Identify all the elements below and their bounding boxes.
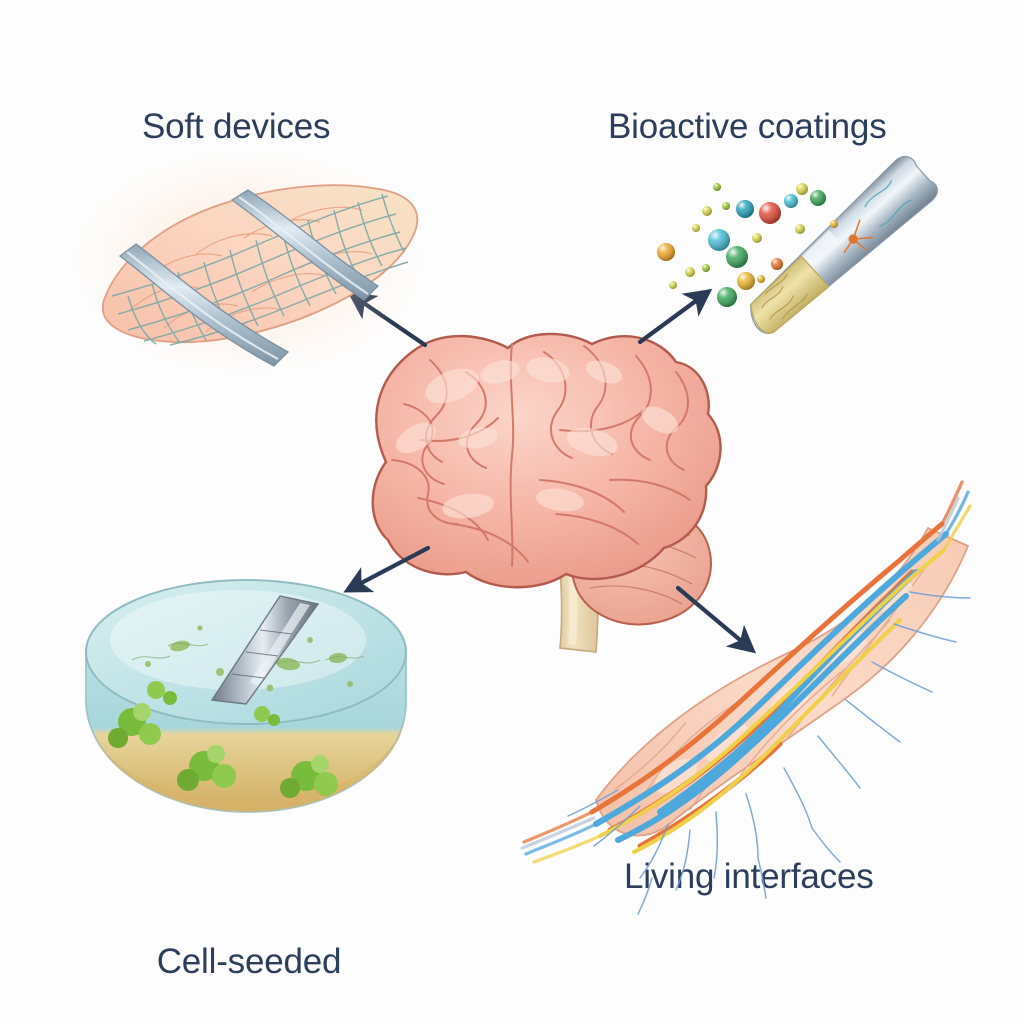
molecule xyxy=(771,258,783,270)
molecule xyxy=(713,183,721,191)
molecule xyxy=(657,243,675,261)
soft-device-band-1-highlight xyxy=(126,251,279,360)
cell-cluster xyxy=(147,681,177,705)
molecule xyxy=(722,202,730,210)
label-bioactive-coatings: Bioactive coatings xyxy=(608,107,887,146)
label-cell-seeded-line1: Cell-seeded xyxy=(156,942,342,982)
brain-illustration xyxy=(371,332,722,653)
probe-group xyxy=(750,155,938,334)
molecule xyxy=(702,206,712,216)
cell-cluster xyxy=(280,755,338,798)
electrode-contacts xyxy=(231,629,293,679)
soft-device-mesh xyxy=(111,193,409,346)
probe-coating xyxy=(750,255,830,334)
label-living-interfaces: Living interfaces xyxy=(624,857,874,896)
molecule xyxy=(752,233,762,243)
panel-soft-devices xyxy=(73,150,423,374)
cell-cluster xyxy=(254,706,280,726)
label-cell-seeded-electrodes: Cell-seeded electrodes xyxy=(144,856,354,1024)
molecule xyxy=(759,202,781,224)
cell-cluster xyxy=(177,745,236,791)
label-soft-devices: Soft devices xyxy=(142,107,331,146)
probe-circuit-etch xyxy=(864,179,913,227)
fiber-fan-tail xyxy=(520,810,602,864)
fiber-yellow xyxy=(598,548,946,854)
arrow-to-cell-seeded-electrodes xyxy=(343,545,431,593)
surface-neurites xyxy=(131,642,365,665)
arrow-to-bioactive-coatings xyxy=(637,288,713,345)
molecule xyxy=(796,183,808,195)
molecule xyxy=(726,246,748,268)
soft-device-bands xyxy=(118,189,380,367)
panel-bioactive-coatings xyxy=(657,155,938,334)
probe-coating-texture xyxy=(761,273,809,321)
molecule xyxy=(757,275,765,283)
electrode-shank-group xyxy=(210,595,320,705)
soft-device-band-1 xyxy=(118,243,290,367)
arrow-group xyxy=(343,288,757,654)
molecule xyxy=(795,224,805,234)
molecule xyxy=(692,224,700,232)
molecule xyxy=(784,194,798,208)
neurite-branches xyxy=(567,591,971,915)
molecule xyxy=(717,287,737,307)
fiber-fan-distal xyxy=(936,480,972,552)
cell-clusters xyxy=(108,681,338,798)
molecule xyxy=(830,220,838,228)
probe-neuron-etch xyxy=(843,219,874,254)
brain-highlights xyxy=(396,357,679,519)
cell-cluster xyxy=(108,703,161,748)
panel-cell-seeded-electrodes xyxy=(85,579,407,813)
electrode-highlight xyxy=(250,603,310,686)
soft-device-band-2-highlight xyxy=(238,196,369,295)
molecule xyxy=(702,264,710,272)
living-tissue-lobules xyxy=(613,565,927,811)
molecule xyxy=(669,281,677,289)
molecule xyxy=(708,229,730,251)
arrow-to-living-interfaces xyxy=(675,585,757,654)
molecule xyxy=(736,200,754,218)
bioactive-molecules xyxy=(657,183,838,307)
molecule xyxy=(810,190,826,206)
panel-living-interfaces xyxy=(520,480,972,915)
molecule xyxy=(685,267,695,277)
molecule xyxy=(737,272,755,290)
